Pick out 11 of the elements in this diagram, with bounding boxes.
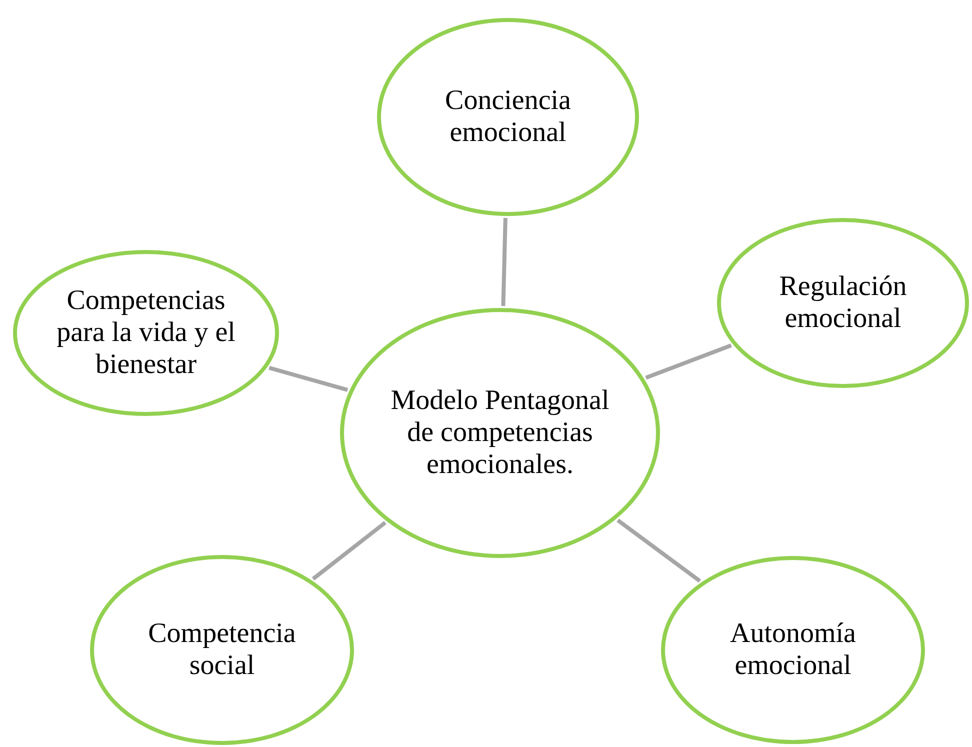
node-label: Conciencia emocional [444,85,572,149]
connector-line [268,366,348,392]
connector-line [616,518,702,583]
connector-line [312,521,386,580]
node-label: Autonomía emocional [729,618,857,682]
connector-line [645,344,732,380]
node-label: Competencias para la vida y el bienestar [56,285,236,381]
node-label: Regulación emocional [778,271,908,335]
node-label: Modelo Pentagonal de competencias emocionales. [390,385,610,481]
node-label: Competencia social [147,618,297,682]
connector-line [501,218,508,306]
